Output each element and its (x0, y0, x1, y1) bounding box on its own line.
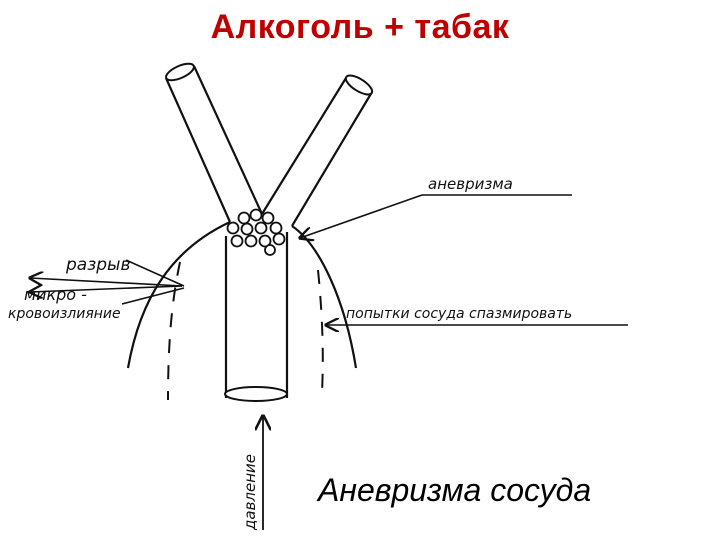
vessel-wall (291, 225, 358, 369)
branch-right (261, 77, 373, 227)
hemorrhage-diagonal (121, 287, 185, 305)
label-pressure: давление (241, 454, 259, 531)
aneurysm-arrow (300, 194, 423, 238)
spasm-line-left (167, 261, 181, 401)
rupture-arrow-lower (30, 286, 183, 292)
label-hemorrhage: кровоизлияние (8, 306, 121, 322)
main-vessel-end (224, 386, 288, 402)
spasm-line-right (317, 269, 324, 393)
label-rupture: разрыв (65, 255, 130, 275)
vessel-wall (126, 221, 231, 369)
rupture-arrow-upper (30, 278, 183, 287)
branch-left (164, 65, 263, 223)
main-vessel (224, 232, 289, 398)
slide-title: Алкоголь + табак (210, 8, 510, 46)
rupture-diagonal (125, 259, 185, 287)
label-micro: микро - (24, 285, 87, 304)
label-aneurysm: аневризма (428, 175, 513, 193)
label-spasm: попытки сосуда спазмировать (346, 306, 572, 322)
blood-cells (226, 208, 286, 256)
diagram-caption: Аневризма сосуда (318, 472, 592, 508)
